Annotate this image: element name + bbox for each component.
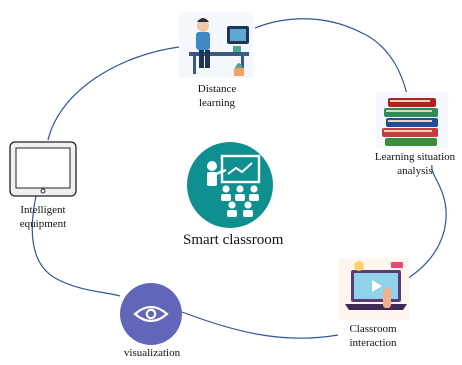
equipment-label-line-1: Intelligent xyxy=(20,204,66,216)
teacher-presentation-icon xyxy=(187,142,273,228)
visualization-label-line-1: visualization xyxy=(123,347,181,359)
center-title: Smart classroom xyxy=(183,232,284,248)
tablet-icon xyxy=(9,141,77,197)
remote-learning-desk-icon xyxy=(179,12,253,78)
analysis-label-line-2: analysis xyxy=(397,165,433,177)
node-label-visualization: visualization xyxy=(112,346,192,360)
laptop-video-icon xyxy=(339,258,409,320)
distance-label-line-2: learning xyxy=(198,97,236,109)
equipment-label-line-2: equipment xyxy=(19,218,67,230)
interaction-label-line-1: Classroom xyxy=(349,323,397,335)
distance-label-line-1: Distance xyxy=(197,83,237,95)
eye-icon xyxy=(120,283,182,345)
book-stack-icon xyxy=(376,92,448,148)
analysis-label-line-1: Learning situation xyxy=(374,151,456,163)
node-label-interaction: Classroom interaction xyxy=(340,322,406,350)
interaction-label-line-2: interaction xyxy=(349,337,397,349)
node-label-analysis: Learning situation analysis xyxy=(368,150,462,178)
node-label-equipment: Intelligent equipment xyxy=(8,203,78,231)
node-label-distance: Distance learning xyxy=(192,82,242,110)
cycle-loop-line xyxy=(31,18,447,339)
